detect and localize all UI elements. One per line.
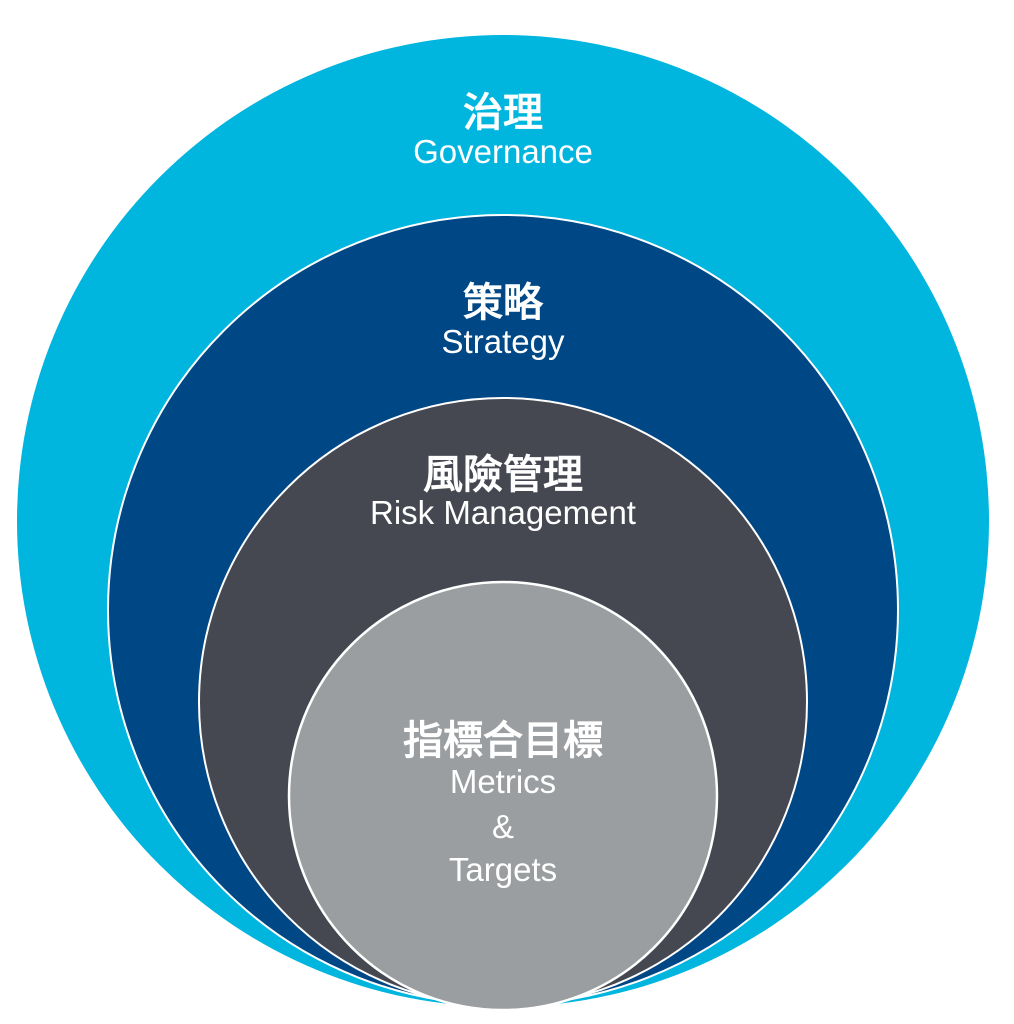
risk-management-title-en: Risk Management <box>370 494 636 531</box>
metrics-targets-circle <box>287 580 719 1012</box>
ampersand-text: & <box>491 808 514 845</box>
strategy-title-en: Strategy <box>441 323 565 360</box>
strategy-title-zh: 策略 <box>463 280 543 326</box>
targets-title-en: Targets <box>448 851 558 888</box>
metrics-title-en: Metrics <box>449 763 557 800</box>
governance-title-en: Governance <box>413 133 593 170</box>
metrics-targets-title-zh: 指標合目標 <box>403 718 603 764</box>
governance-title-zh: 治理 <box>463 90 543 136</box>
risk-management-title-zh: 風險管理 <box>423 452 583 498</box>
